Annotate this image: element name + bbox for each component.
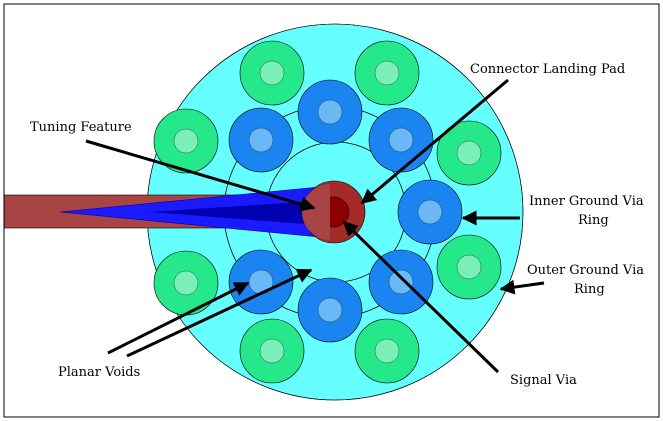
figure-frame	[3, 3, 660, 418]
outer-ground-via-ring	[153, 40, 502, 384]
outer-ground-via-core-7	[259, 338, 285, 364]
inner-ground-via-core-6	[388, 269, 414, 295]
inner-ground-via-ring	[228, 79, 463, 343]
label-tuning-feature: Tuning Feature	[30, 120, 132, 135]
label-planar-voids: Planar Voids	[58, 365, 140, 380]
label-outer-ground-via-ring-line1: Outer Ground Via	[527, 263, 644, 278]
label-inner-ground-via-ring-line1: Inner Ground Via	[529, 194, 644, 209]
outer-ground-via-core-2	[374, 60, 400, 86]
arrow-signal-via	[342, 220, 500, 374]
arrow-planar-void-1	[107, 281, 250, 355]
label-outer-ground-via-ring-line2: Ring	[574, 282, 605, 297]
inner-ground-via-core-7	[317, 297, 343, 323]
inner-ground-via-core-4	[417, 199, 443, 225]
tuning-feature-shade	[150, 200, 330, 226]
arrow-tuning-feature	[85, 139, 316, 212]
callout-arrows	[85, 78, 545, 374]
arrow-connector-landing-pad	[360, 78, 509, 205]
inner-ground-via-core-3	[388, 127, 414, 153]
inner-ground-via-core-2	[248, 127, 274, 153]
label-inner-ground-via-ring-line2: Ring	[578, 213, 609, 228]
outer-ground-via-core-1	[259, 60, 285, 86]
outer-ground-via-core-6	[456, 254, 482, 280]
outer-ground-via-core-3	[173, 128, 199, 154]
outer-ground-via-core-5	[173, 270, 199, 296]
outer-ground-via-core-4	[456, 140, 482, 166]
arrow-outer-ground-via-ring	[499, 279, 545, 295]
arrow-planar-void-2	[126, 268, 313, 358]
label-connector-landing-pad: Connector Landing Pad	[470, 62, 625, 77]
label-signal-via: Signal Via	[510, 373, 577, 388]
inner-ground-via-core-1	[317, 99, 343, 125]
outer-ground-via-core-8	[374, 338, 400, 364]
